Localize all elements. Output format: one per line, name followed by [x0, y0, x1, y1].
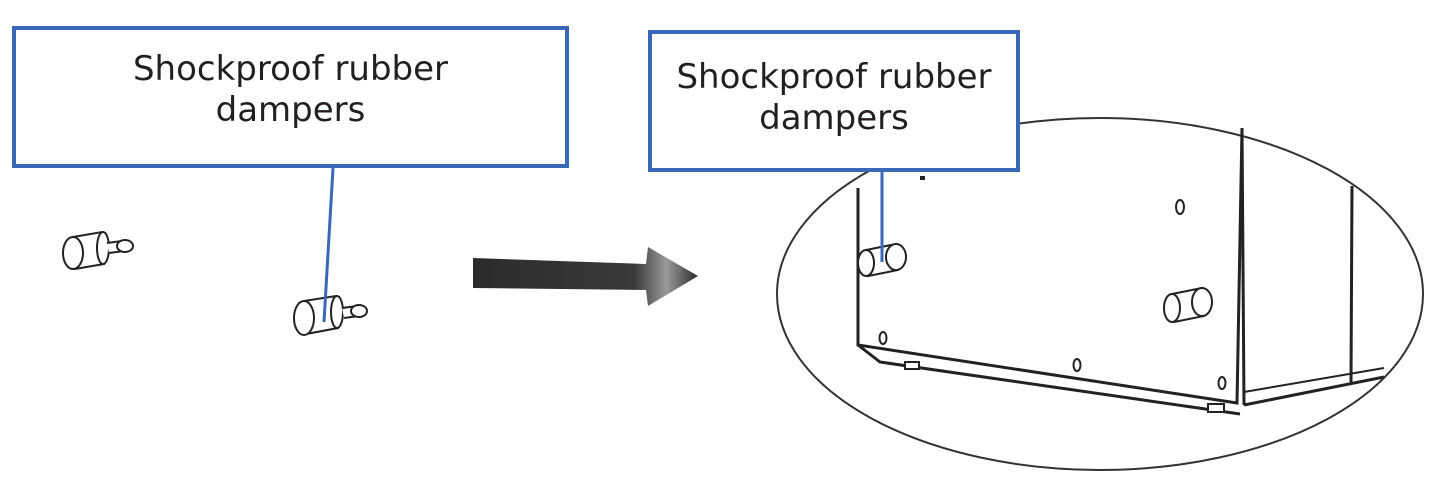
- callout-text-line1: Shockproof rubber: [676, 57, 992, 98]
- callout-text-line2: dampers: [759, 98, 909, 138]
- rubber-damper-icon: [857, 242, 907, 278]
- callout-box-left: Shockproof rubber dampers: [12, 26, 569, 168]
- hole-mark: [920, 176, 925, 180]
- rubber-damper-icon: [1163, 286, 1213, 324]
- leader-line: [322, 167, 335, 323]
- callout-text-line1: Shockproof rubber: [132, 49, 449, 90]
- cabinet-foot: [1207, 403, 1225, 413]
- cabinet-foot: [904, 361, 920, 370]
- mounting-hole: [878, 199, 1227, 390]
- rubber-damper-icon: [62, 230, 134, 271]
- callout-text-line2: dampers: [215, 90, 366, 130]
- rubber-damper-icon: [293, 294, 368, 336]
- right-arrow-icon: [473, 247, 698, 306]
- callout-box-right: Shockproof rubber dampers: [648, 30, 1020, 172]
- zoom-ellipse: [776, 117, 1424, 471]
